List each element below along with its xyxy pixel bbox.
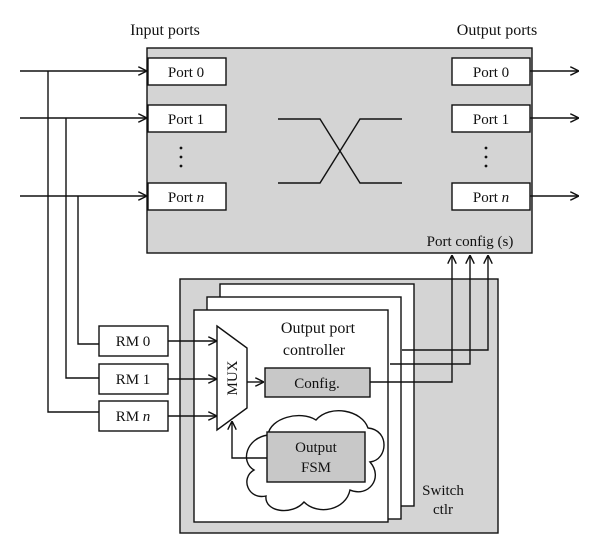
- rm-n: RM n: [98, 400, 169, 432]
- svg-text:Port 1: Port 1: [473, 112, 509, 128]
- rm-1-index: 1: [143, 372, 151, 388]
- input-port-1: Port 1: [147, 104, 227, 133]
- input-wires: [20, 71, 146, 413]
- rm-n-index: n: [143, 409, 151, 425]
- svg-text:RM 0: RM 0: [116, 334, 151, 350]
- rm-0: RM 0: [98, 325, 169, 357]
- input-ellipsis-dots: [179, 146, 183, 168]
- config-label: Config.: [294, 376, 339, 392]
- output-ellipsis-dots: [484, 146, 488, 168]
- output-port-n: Port n: [451, 182, 531, 211]
- fsm-label-line1: Output: [295, 440, 338, 456]
- crossbar-symbol: [278, 118, 402, 184]
- svg-text:RM 1: RM 1: [116, 372, 151, 388]
- output-port-0-index: 0: [502, 65, 510, 81]
- svg-text:RM n: RM n: [116, 409, 151, 425]
- rm-1-prefix: RM: [116, 372, 143, 388]
- rm-0-index: 0: [143, 334, 151, 350]
- output-port-1: Port 1: [451, 104, 531, 133]
- rm-n-prefix: RM: [116, 409, 143, 425]
- output-port-1-prefix: Port: [473, 112, 502, 128]
- output-port-0: Port 0: [451, 57, 531, 86]
- input-port-n-index: n: [197, 190, 205, 206]
- rm-0-prefix: RM: [116, 334, 143, 350]
- input-port-n-prefix: Port: [168, 190, 197, 206]
- input-port-1-index: 1: [197, 112, 205, 128]
- input-port-n: Port n: [147, 182, 227, 211]
- output-port-n-index: n: [502, 190, 510, 206]
- port-config-label: Port config (s): [427, 234, 514, 250]
- svg-text:Port 0: Port 0: [473, 65, 509, 81]
- fsm-box: Output FSM: [266, 431, 366, 483]
- rm-1: RM 1: [98, 363, 169, 395]
- mux: MUX: [216, 324, 248, 432]
- output-ports-title: Output ports: [457, 22, 537, 39]
- output-arrows: [530, 71, 578, 196]
- fsm-label-line2: FSM: [301, 460, 331, 476]
- input-port-1-prefix: Port: [168, 112, 197, 128]
- controller-title-line1: Output port: [281, 320, 356, 337]
- switch-ctlr-line2: ctlr: [433, 502, 453, 518]
- input-ports-title: Input ports: [130, 22, 200, 39]
- svg-text:Port 0: Port 0: [168, 65, 204, 81]
- controller-title-line2: controller: [283, 342, 346, 359]
- fsm-to-mux-wire: [232, 422, 267, 459]
- switch-ctlr-line1: Switch: [422, 483, 464, 499]
- output-port-n-prefix: Port: [473, 190, 502, 206]
- input-port-0: Port 0: [147, 57, 227, 86]
- svg-text:Port 1: Port 1: [168, 112, 204, 128]
- svg-text:Port n: Port n: [473, 190, 509, 206]
- fsm-state-cloud: [245, 410, 385, 512]
- output-port-1-index: 1: [502, 112, 510, 128]
- svg-text:Port n: Port n: [168, 190, 204, 206]
- input-port-0-index: 0: [197, 65, 205, 81]
- mux-label: MUX: [225, 360, 241, 395]
- input-port-0-prefix: Port: [168, 65, 197, 81]
- config-box: Config.: [264, 367, 371, 398]
- config-output-wires: [370, 256, 488, 383]
- rm-to-mux-wires: [168, 341, 216, 416]
- output-port-0-prefix: Port: [473, 65, 502, 81]
